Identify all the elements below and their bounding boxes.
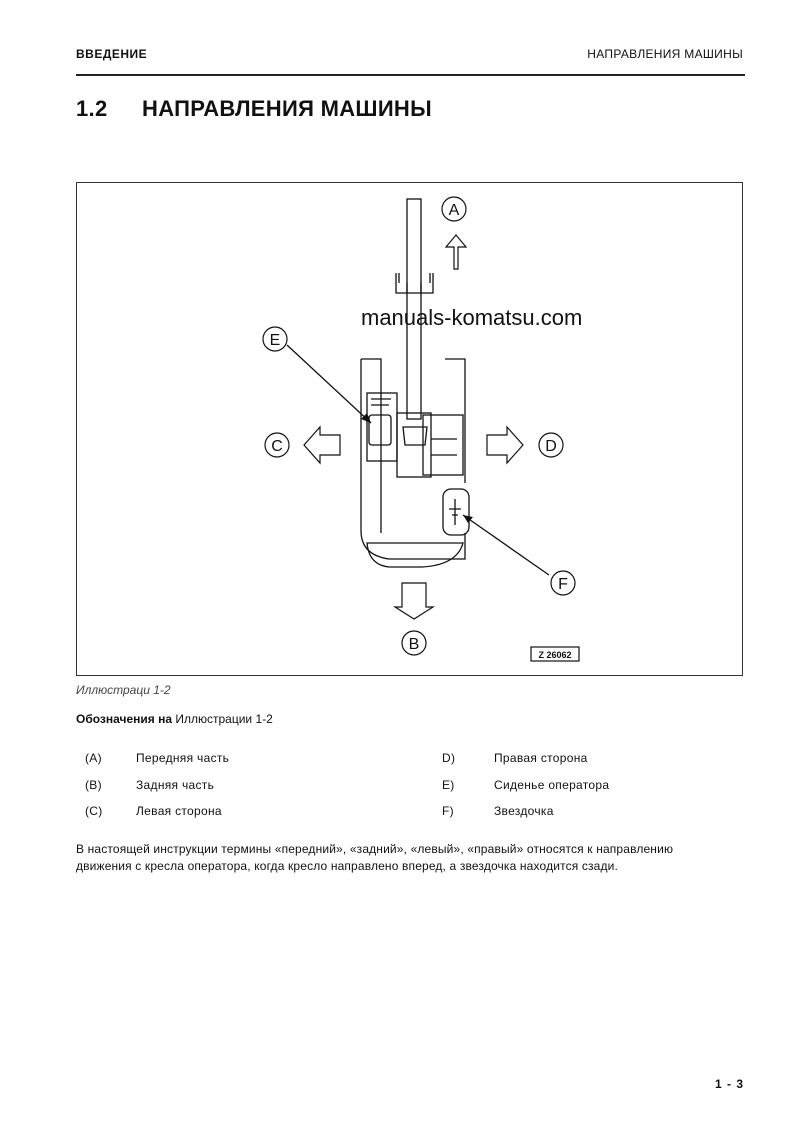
label-c: C [271, 438, 283, 455]
header-divider [76, 74, 745, 76]
leader-line-e [286, 344, 372, 424]
legend-text: Левая сторона [136, 804, 222, 818]
mast-shape [406, 198, 422, 420]
leader-arrowhead-e [361, 413, 371, 423]
label-f-callout: F [550, 570, 576, 596]
legend-text: Передняя часть [136, 751, 230, 765]
right-block [422, 414, 464, 476]
leader-line-f [462, 514, 550, 576]
legend-title: Обозначения на Иллюстрации 1-2 [76, 712, 273, 726]
steering-unit [402, 426, 428, 446]
page-number: 1 - 3 [714, 1077, 744, 1091]
legend-key: (C) [85, 804, 103, 818]
label-d-callout: D [538, 432, 564, 458]
legend-text: Правая сторона [494, 751, 588, 765]
legend-title-rest: Иллюстрации 1-2 [172, 712, 273, 726]
label-c-callout: C [264, 432, 290, 458]
body-paragraph: В настоящей инструкции термины «передний… [76, 842, 674, 873]
arrow-up-icon [444, 234, 468, 270]
mast-carriage [395, 273, 434, 294]
header-topic-name: НАПРАВЛЕНИЯ МАШИНЫ [587, 47, 743, 61]
label-d: D [545, 438, 557, 455]
label-a: A [449, 202, 460, 219]
legend-key: F) [442, 804, 454, 818]
counterweight-shape [366, 542, 464, 568]
sprocket-icon [449, 499, 461, 525]
seat-shape [368, 414, 392, 446]
control-panel-lines [371, 398, 391, 406]
legend-text: Звездочка [494, 804, 554, 818]
operator-compartment [366, 392, 398, 462]
figure-caption: Иллюстраци 1-2 [76, 683, 171, 697]
section-title: 1.2 НАПРАВЛЕНИЯ МАШИНЫ [76, 96, 432, 122]
watermark-text: manuals-komatsu.com [361, 305, 583, 330]
machine-directions-figure: Z 26062 A B C D E F manuals-komatsu.com [76, 182, 743, 676]
legend-title-bold: Обозначения на [76, 712, 173, 726]
legend-key: D) [442, 751, 456, 765]
label-b-callout: B [401, 630, 427, 656]
machine-diagram: Z 26062 A B C D E F [262, 196, 580, 662]
legend-key: (A) [85, 751, 102, 765]
label-f: F [558, 576, 568, 593]
legend-key: (B) [85, 778, 102, 792]
leader-arrowhead-f [463, 515, 473, 523]
section-number: 1.2 [76, 96, 108, 121]
legend-text: Сиденье оператора [494, 778, 610, 792]
label-a-callout: A [441, 196, 467, 222]
legend-key: E) [442, 778, 455, 792]
label-b: B [409, 636, 420, 653]
section-title-text: НАПРАВЛЕНИЯ МАШИНЫ [142, 96, 432, 121]
figure-code: Z 26062 [538, 650, 571, 660]
legend-text: Задняя часть [136, 778, 215, 792]
machine-right-side [445, 358, 466, 483]
center-column [396, 412, 432, 478]
header-section-name: ВВЕДЕНИЕ [76, 47, 148, 61]
machine-body-outline [360, 358, 466, 560]
arrow-left-icon [303, 425, 341, 465]
right-block-detail [431, 438, 457, 456]
arrow-down-icon [392, 582, 436, 620]
figure-code-box [530, 646, 580, 662]
label-e: E [270, 332, 281, 349]
label-e-callout: E [262, 326, 288, 352]
arrow-right-icon [486, 425, 524, 465]
sprocket-housing [442, 488, 470, 536]
